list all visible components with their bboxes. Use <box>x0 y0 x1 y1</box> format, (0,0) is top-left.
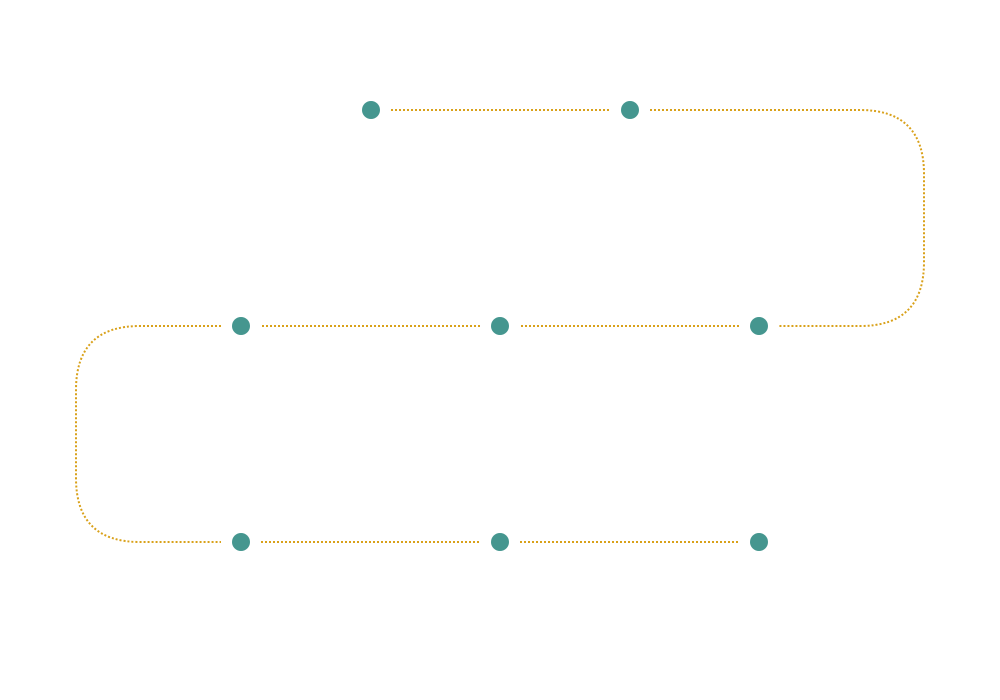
timeline-node-6 <box>232 533 250 551</box>
timeline-node-8 <box>750 533 768 551</box>
timeline-node-2 <box>621 101 639 119</box>
timeline-node-5 <box>232 317 250 335</box>
node-group <box>232 101 768 551</box>
connector-right-loop <box>650 109 925 327</box>
connector-path-group <box>75 109 925 543</box>
timeline-node-7 <box>491 533 509 551</box>
timeline-node-4 <box>491 317 509 335</box>
timeline-node-1 <box>362 101 380 119</box>
connector-left-loop <box>75 325 221 543</box>
timeline-node-3 <box>750 317 768 335</box>
